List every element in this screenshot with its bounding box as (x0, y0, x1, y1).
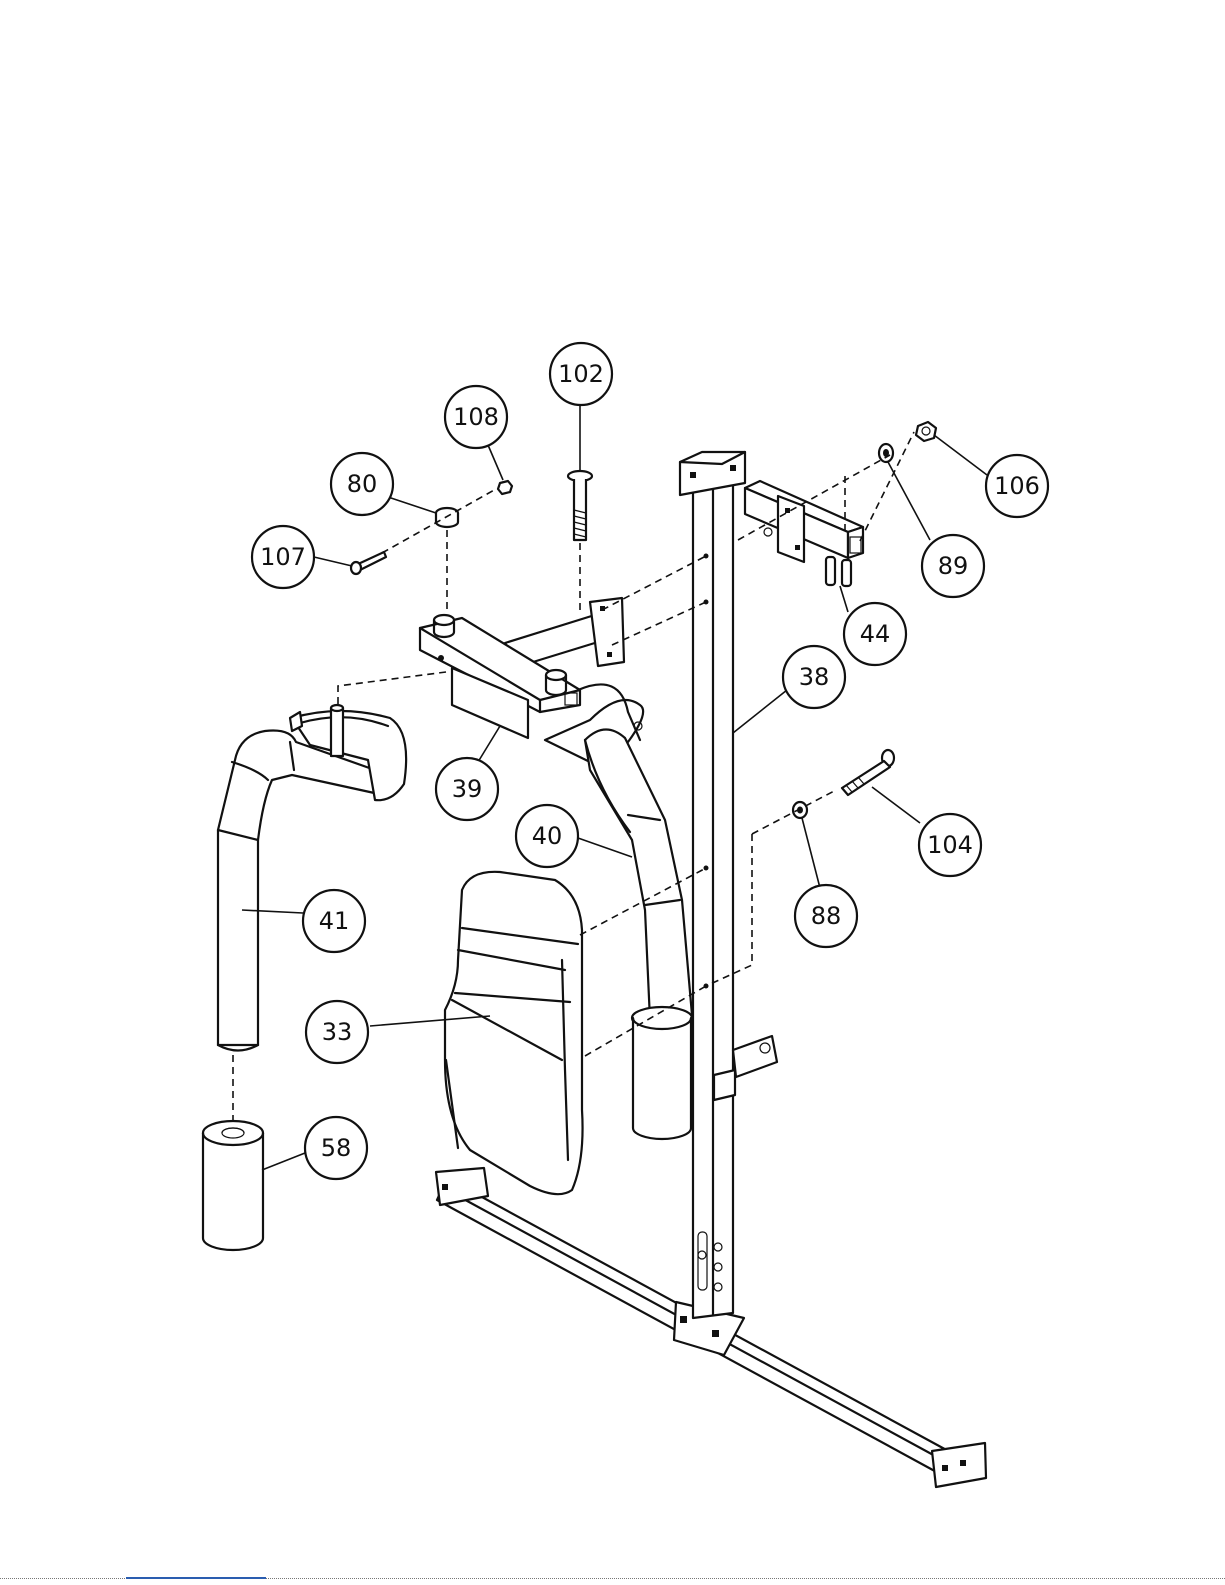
callout-58: 58 (305, 1117, 367, 1179)
callout-label-102: 102 (558, 360, 604, 388)
callout-label-88: 88 (811, 902, 842, 930)
callout-106: 106 (986, 455, 1048, 517)
callout-label-40: 40 (532, 822, 563, 850)
callout-label-80: 80 (347, 470, 378, 498)
callout-label-104: 104 (927, 831, 973, 859)
callout-102: 102 (550, 343, 612, 405)
callout-label-106: 106 (994, 472, 1040, 500)
arm-bracket-44 (745, 481, 863, 586)
foam-roll-58 (203, 1121, 263, 1250)
bolt-104 (842, 750, 894, 795)
callout-label-89: 89 (938, 552, 969, 580)
callout-label-108: 108 (453, 403, 499, 431)
callout-label-107: 107 (260, 543, 306, 571)
callout-88: 88 (795, 885, 857, 947)
back-pad-33 (445, 872, 583, 1194)
callout-41: 41 (303, 890, 365, 952)
callout-44: 44 (844, 603, 906, 665)
callout-label-33: 33 (322, 1018, 353, 1046)
callout-89: 89 (922, 535, 984, 597)
callout-107: 107 (252, 526, 314, 588)
bolt-102 (568, 471, 592, 540)
callout-33: 33 (306, 1001, 368, 1063)
nut-108 (498, 481, 512, 494)
callout-108: 108 (445, 386, 507, 448)
callout-80: 80 (331, 453, 393, 515)
bolt-107 (351, 552, 386, 574)
washer-88 (793, 802, 807, 818)
callout-label-38: 38 (799, 663, 830, 691)
nut-106 (916, 422, 936, 441)
left-arm-41 (218, 705, 406, 1051)
callout-104: 104 (919, 814, 981, 876)
upright-post-38 (680, 452, 777, 1318)
callout-38: 38 (783, 646, 845, 708)
callout-label-41: 41 (319, 907, 350, 935)
callout-label-39: 39 (452, 775, 483, 803)
knob-80 (436, 508, 458, 527)
washer-89 (879, 444, 893, 462)
callout-label-44: 44 (860, 620, 891, 648)
callout-39: 39 (436, 758, 498, 820)
callout-label-58: 58 (321, 1134, 352, 1162)
callout-40: 40 (516, 805, 578, 867)
page-bottom-link-underline (126, 1577, 266, 1579)
